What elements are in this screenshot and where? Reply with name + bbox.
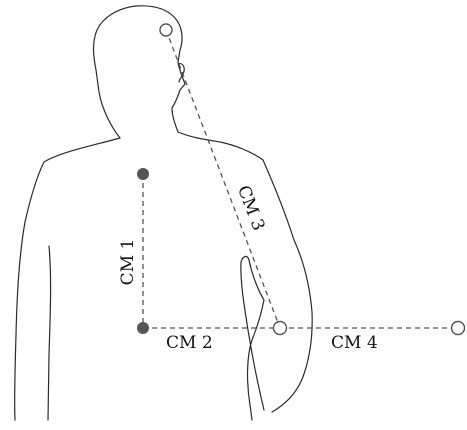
upper-spine-point <box>137 168 149 180</box>
head-point <box>160 24 172 36</box>
right-torso-outline <box>241 256 264 420</box>
lower-spine-point <box>137 322 149 334</box>
cm4-label: CM 4 <box>331 333 378 353</box>
cm1-label: CM 1 <box>118 239 138 286</box>
right-shoulder-arm-outline <box>178 132 312 412</box>
left-arm-inner-outline <box>48 246 51 420</box>
cm3-label: CM 3 <box>233 183 268 234</box>
left-torso-outline <box>15 138 120 420</box>
elbow-point <box>274 322 287 335</box>
far-right-point <box>452 322 465 335</box>
cm2-label: CM 2 <box>166 333 213 353</box>
cm3-line <box>166 30 280 328</box>
head-outline <box>94 6 186 138</box>
